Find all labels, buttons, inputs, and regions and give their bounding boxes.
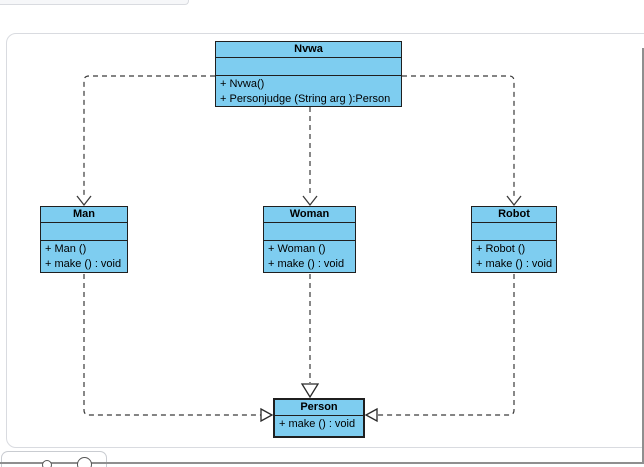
- class-methods-section: + Robot () + make () : void: [472, 241, 556, 273]
- method-label: + Nvwa(): [220, 78, 265, 90]
- class-title: Woman: [264, 207, 355, 223]
- class-box-nvwa[interactable]: Nvwa + Nvwa() + Personjudge (String arg …: [215, 41, 402, 107]
- class-methods-section: + Nvwa() + Personjudge (String arg ):Per…: [216, 76, 401, 108]
- method-label: + Robot (): [476, 243, 526, 255]
- connector-woman-person[interactable]: [300, 274, 320, 399]
- class-title: Man: [41, 207, 127, 223]
- connector-robot-person[interactable]: [364, 274, 515, 423]
- hollow-triangle-icon: [260, 407, 274, 423]
- method-label: + make () : void: [268, 258, 345, 270]
- class-box-man[interactable]: Man + Man () + make () : void: [40, 206, 128, 273]
- large-circle-icon[interactable]: [77, 457, 92, 467]
- class-methods-section: + Woman () + make () : void: [264, 241, 355, 273]
- connector-nvwa-man[interactable]: [76, 75, 215, 207]
- class-title: Person: [275, 400, 363, 416]
- top-bar-fragment: [0, 0, 189, 5]
- connector-nvwa-robot[interactable]: [402, 75, 522, 207]
- class-box-person[interactable]: Person + make () : void: [273, 398, 365, 438]
- class-title: Robot: [472, 207, 556, 223]
- class-attributes-section: [264, 223, 355, 241]
- method-label: + Woman (): [268, 243, 326, 255]
- open-arrow-icon: [506, 195, 522, 207]
- method-label: + Man (): [45, 243, 87, 255]
- small-circle-icon[interactable]: [42, 460, 52, 467]
- class-attributes-section: [216, 58, 401, 76]
- open-arrow-icon: [76, 195, 92, 207]
- method-label: + make () : void: [476, 258, 553, 270]
- method-label: + make () : void: [45, 258, 122, 270]
- connector-nvwa-woman[interactable]: [302, 107, 318, 207]
- window-right-border: [642, 48, 644, 463]
- class-box-robot[interactable]: Robot + Robot () + make () : void: [471, 206, 557, 273]
- hollow-triangle-icon: [364, 407, 378, 423]
- class-box-woman[interactable]: Woman + Woman () + make () : void: [263, 206, 356, 273]
- connector-man-person[interactable]: [83, 274, 274, 423]
- window-bottom-border: [0, 462, 644, 464]
- method-label: + make () : void: [279, 418, 356, 430]
- class-methods-section: + make () : void: [275, 416, 363, 433]
- class-attributes-section: [472, 223, 556, 241]
- class-title: Nvwa: [216, 42, 401, 58]
- class-methods-section: + Man () + make () : void: [41, 241, 127, 273]
- method-label: + Personjudge (String arg ):Person: [220, 93, 391, 105]
- open-arrow-icon: [302, 195, 318, 207]
- class-attributes-section: [41, 223, 127, 241]
- hollow-triangle-icon: [300, 383, 320, 399]
